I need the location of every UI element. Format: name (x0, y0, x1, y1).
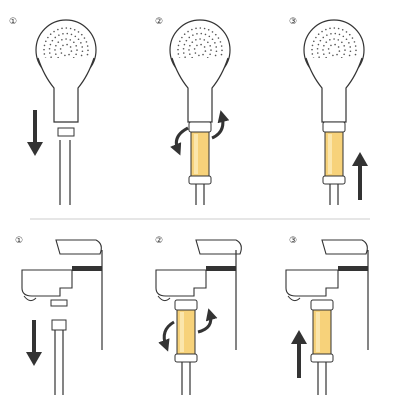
up-arrow-icon (291, 330, 307, 378)
bottom-step-1: ① (15, 236, 103, 395)
down-arrow-icon (27, 110, 43, 156)
bottom-step-2: ② (155, 236, 242, 395)
down-arrow-icon (26, 320, 42, 366)
step-number: ③ (289, 17, 297, 27)
bottom-step-3: ③ (285, 236, 369, 395)
top-step-3: ③ (289, 17, 368, 205)
shower-head-icon (35, 19, 97, 123)
shower-head-icon (303, 19, 365, 123)
cartridge (322, 121, 346, 185)
cartridge (188, 121, 212, 185)
cartridge (310, 299, 334, 363)
faucet-icon (285, 239, 369, 350)
step-number: ② (155, 236, 163, 246)
hose (59, 140, 71, 205)
faucet-icon (21, 239, 103, 350)
top-step-2: ② (155, 17, 231, 205)
rotate-arrows-icon (170, 110, 230, 156)
rotate-arrows-icon (158, 308, 218, 352)
step-number: ① (9, 17, 17, 27)
cartridge (174, 299, 198, 363)
shower-head-icon (169, 19, 231, 123)
faucet-icon (155, 239, 242, 350)
up-arrow-icon (352, 152, 368, 200)
step-number: ② (155, 17, 163, 27)
top-step-1: ① (9, 17, 97, 205)
step-number: ① (15, 236, 23, 246)
step-number: ③ (289, 236, 297, 246)
